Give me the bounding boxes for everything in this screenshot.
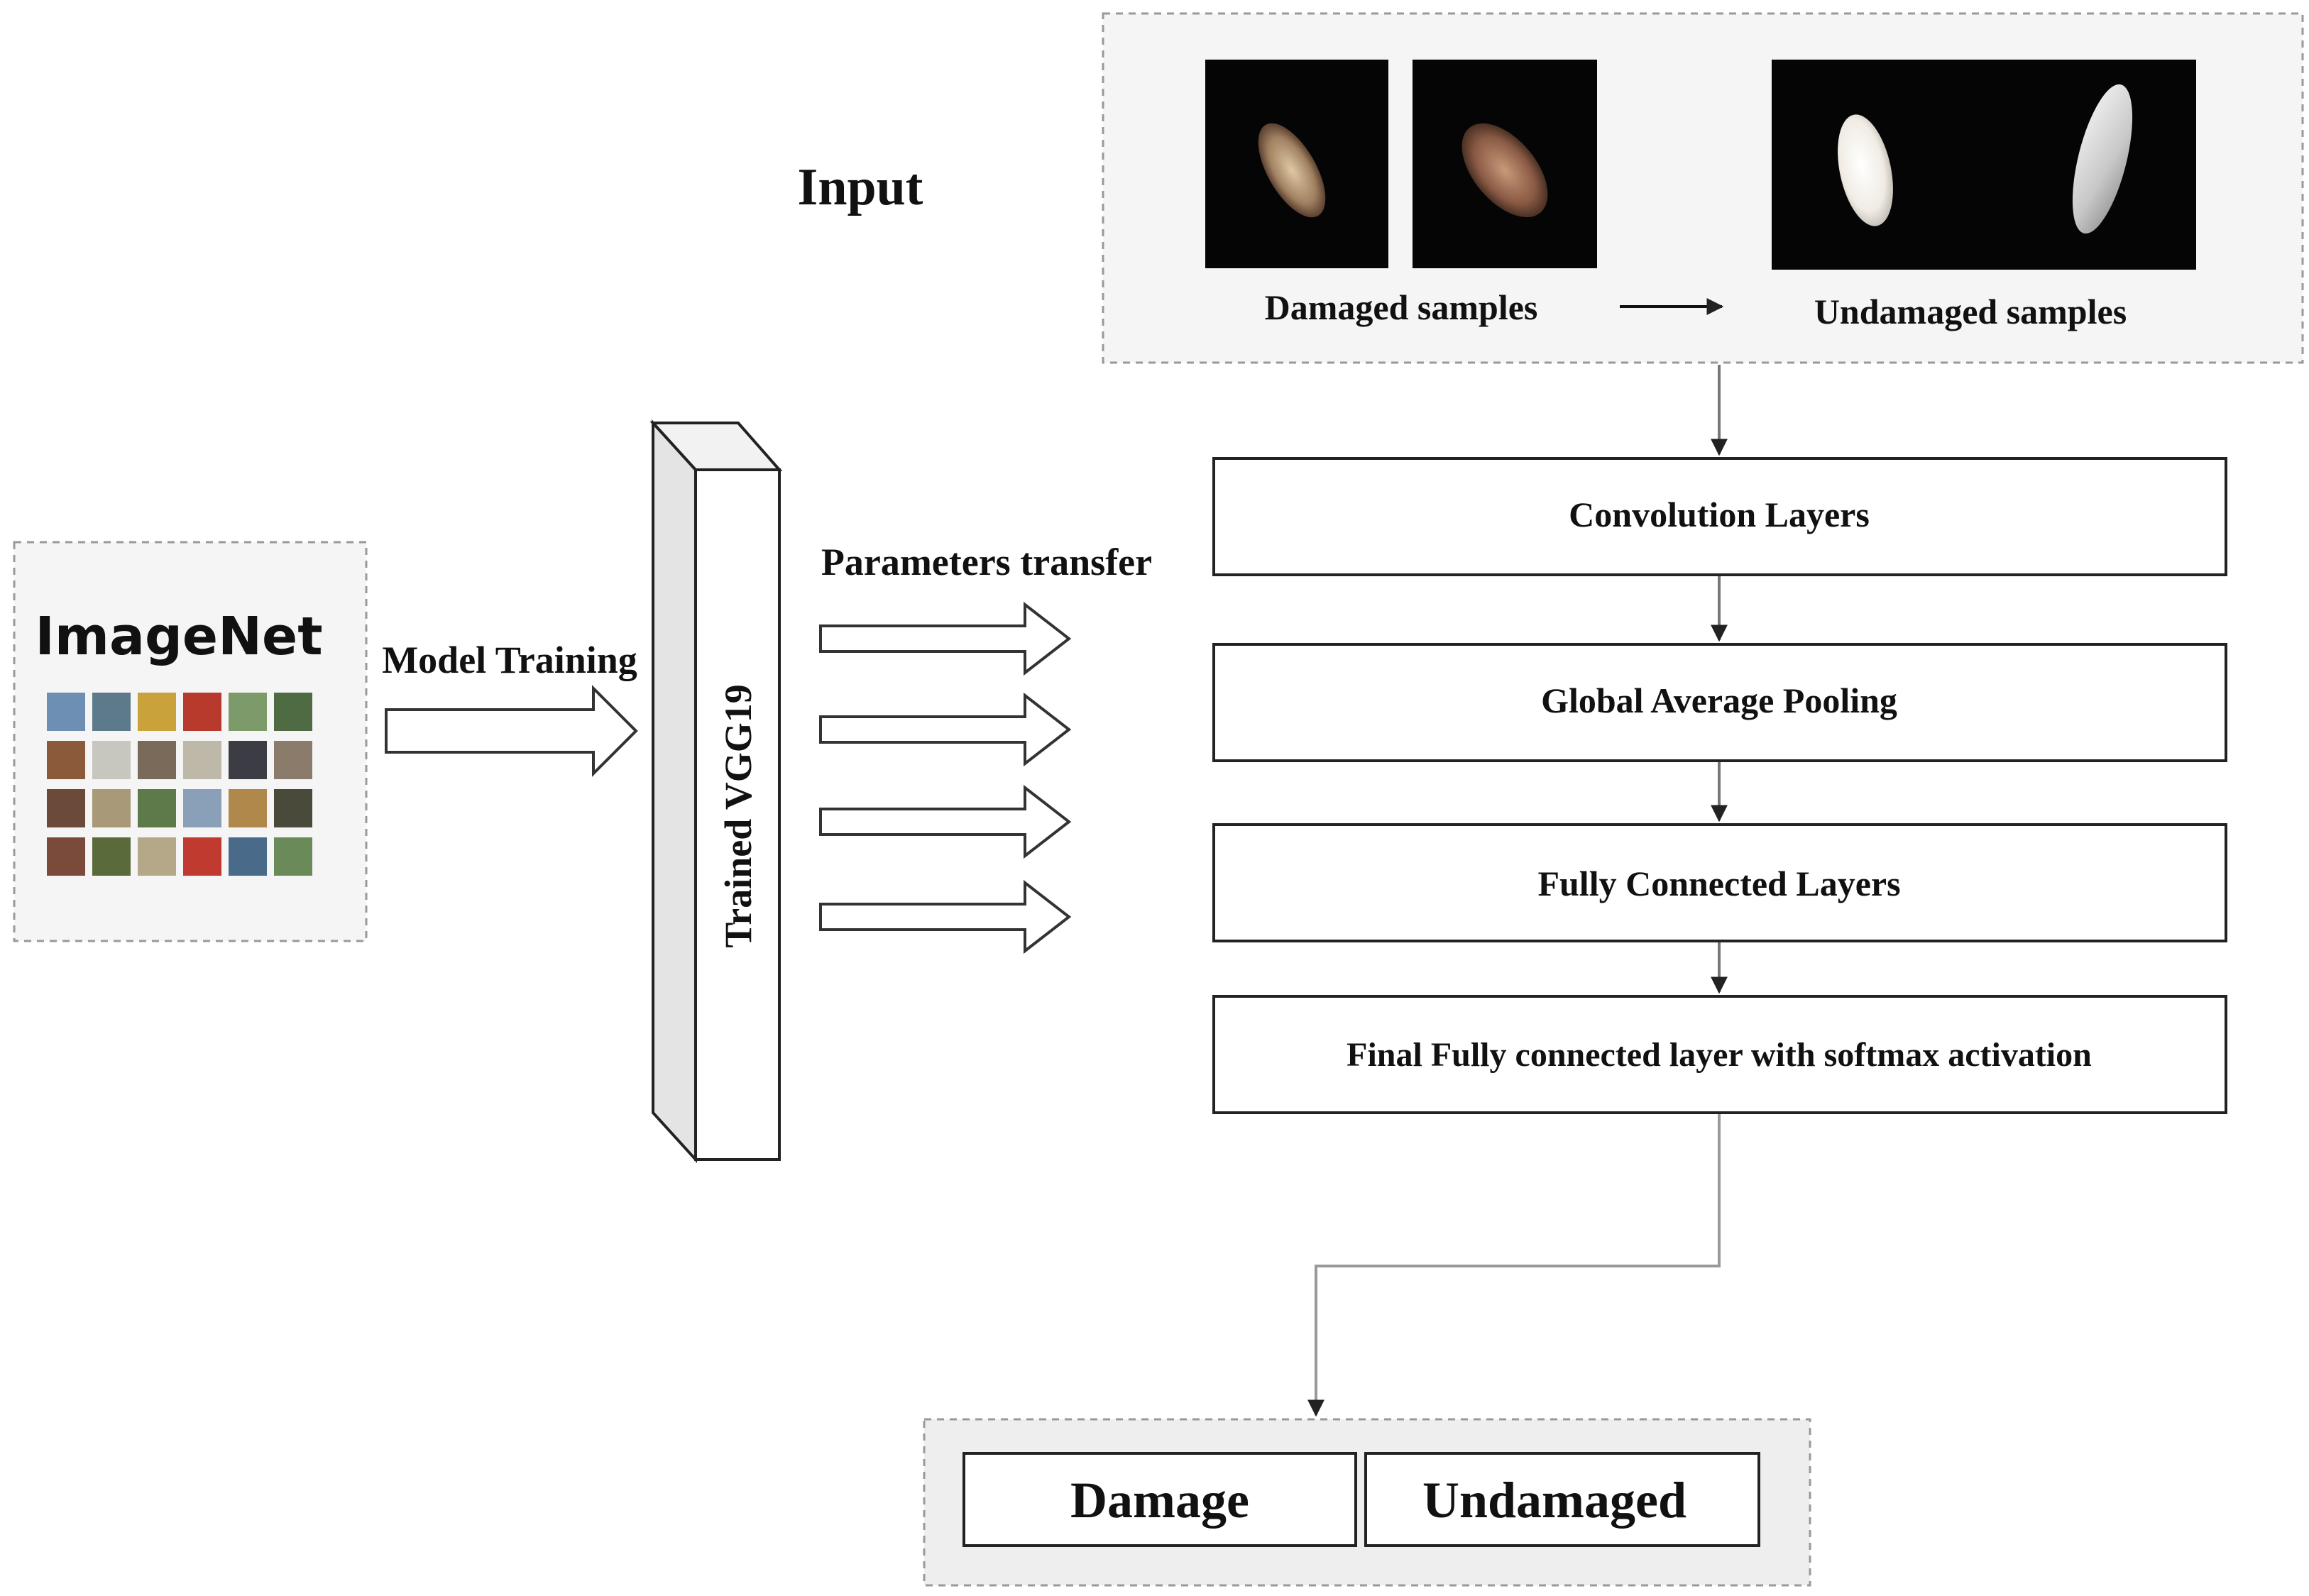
layer-box-final-fully-connected [1212,995,2227,1114]
imagenet-thumbnail [92,789,131,827]
imagenet-thumbnail [274,741,312,779]
imagenet-thumbnail [138,837,176,876]
imagenet-thumbnail [92,837,131,876]
input-label: Input [798,158,923,216]
connector-final-to-output [1307,1114,1721,1417]
output-box-undamaged [1364,1452,1760,1547]
layer-label-fully-connected: Fully Connected Layers [1537,864,1900,903]
vgg19-block [649,419,783,1164]
layer-box-convolution [1212,457,2227,576]
imagenet-thumbnail [183,837,221,876]
output-label-damage: Damage [1070,1472,1249,1529]
transfer-arrow-1 [819,601,1072,676]
vgg19-label: Trained VGG19 [717,684,759,948]
layer-label-final-fully-connected: Final Fully connected layer with softmax… [1347,1036,2092,1074]
damaged-samples-label: Damaged samples [1265,287,1538,327]
layer-label-global-average-pooling: Global Average Pooling [1541,681,1897,720]
transfer-arrow-2 [819,692,1072,767]
imagenet-thumbnail-grid [47,693,312,876]
imagenet-thumbnail [138,741,176,779]
imagenet-thumbnail [274,693,312,731]
imagenet-thumbnail [47,741,85,779]
damaged-sample-image-1 [1205,60,1388,268]
transfer-arrow-3 [819,784,1072,859]
layer-label-convolution: Convolution Layers [1569,495,1870,534]
imagenet-thumbnail [274,789,312,827]
damaged-sample-image-2 [1413,60,1597,268]
imagenet-thumbnail [274,837,312,876]
parameters-transfer-arrows [819,601,1072,954]
layer-box-fully-connected [1212,823,2227,942]
imagenet-thumbnail [229,837,267,876]
imagenet-thumbnail [229,789,267,827]
model-training-label: Model Training [382,639,637,681]
model-training-arrow [385,685,638,777]
imagenet-thumbnail [183,789,221,827]
undamaged-sample-image [1772,60,2196,270]
undamaged-samples-label: Undamaged samples [1814,292,2127,331]
imagenet-title: ImageNet [35,606,322,667]
imagenet-thumbnail [138,789,176,827]
transfer-arrow-4 [819,879,1072,954]
imagenet-thumbnail [47,693,85,731]
imagenet-thumbnail [229,693,267,731]
imagenet-thumbnail [92,693,131,731]
imagenet-thumbnail [183,741,221,779]
imagenet-thumbnail [138,693,176,731]
imagenet-thumbnail [92,741,131,779]
output-box-damage [962,1452,1357,1547]
imagenet-thumbnail [47,789,85,827]
layer-box-global-average-pooling [1212,643,2227,762]
imagenet-thumbnail [229,741,267,779]
parameters-transfer-label: Parameters transfer [821,541,1152,583]
output-label-undamaged: Undamaged [1422,1472,1686,1529]
imagenet-thumbnail [47,837,85,876]
imagenet-thumbnail [183,693,221,731]
